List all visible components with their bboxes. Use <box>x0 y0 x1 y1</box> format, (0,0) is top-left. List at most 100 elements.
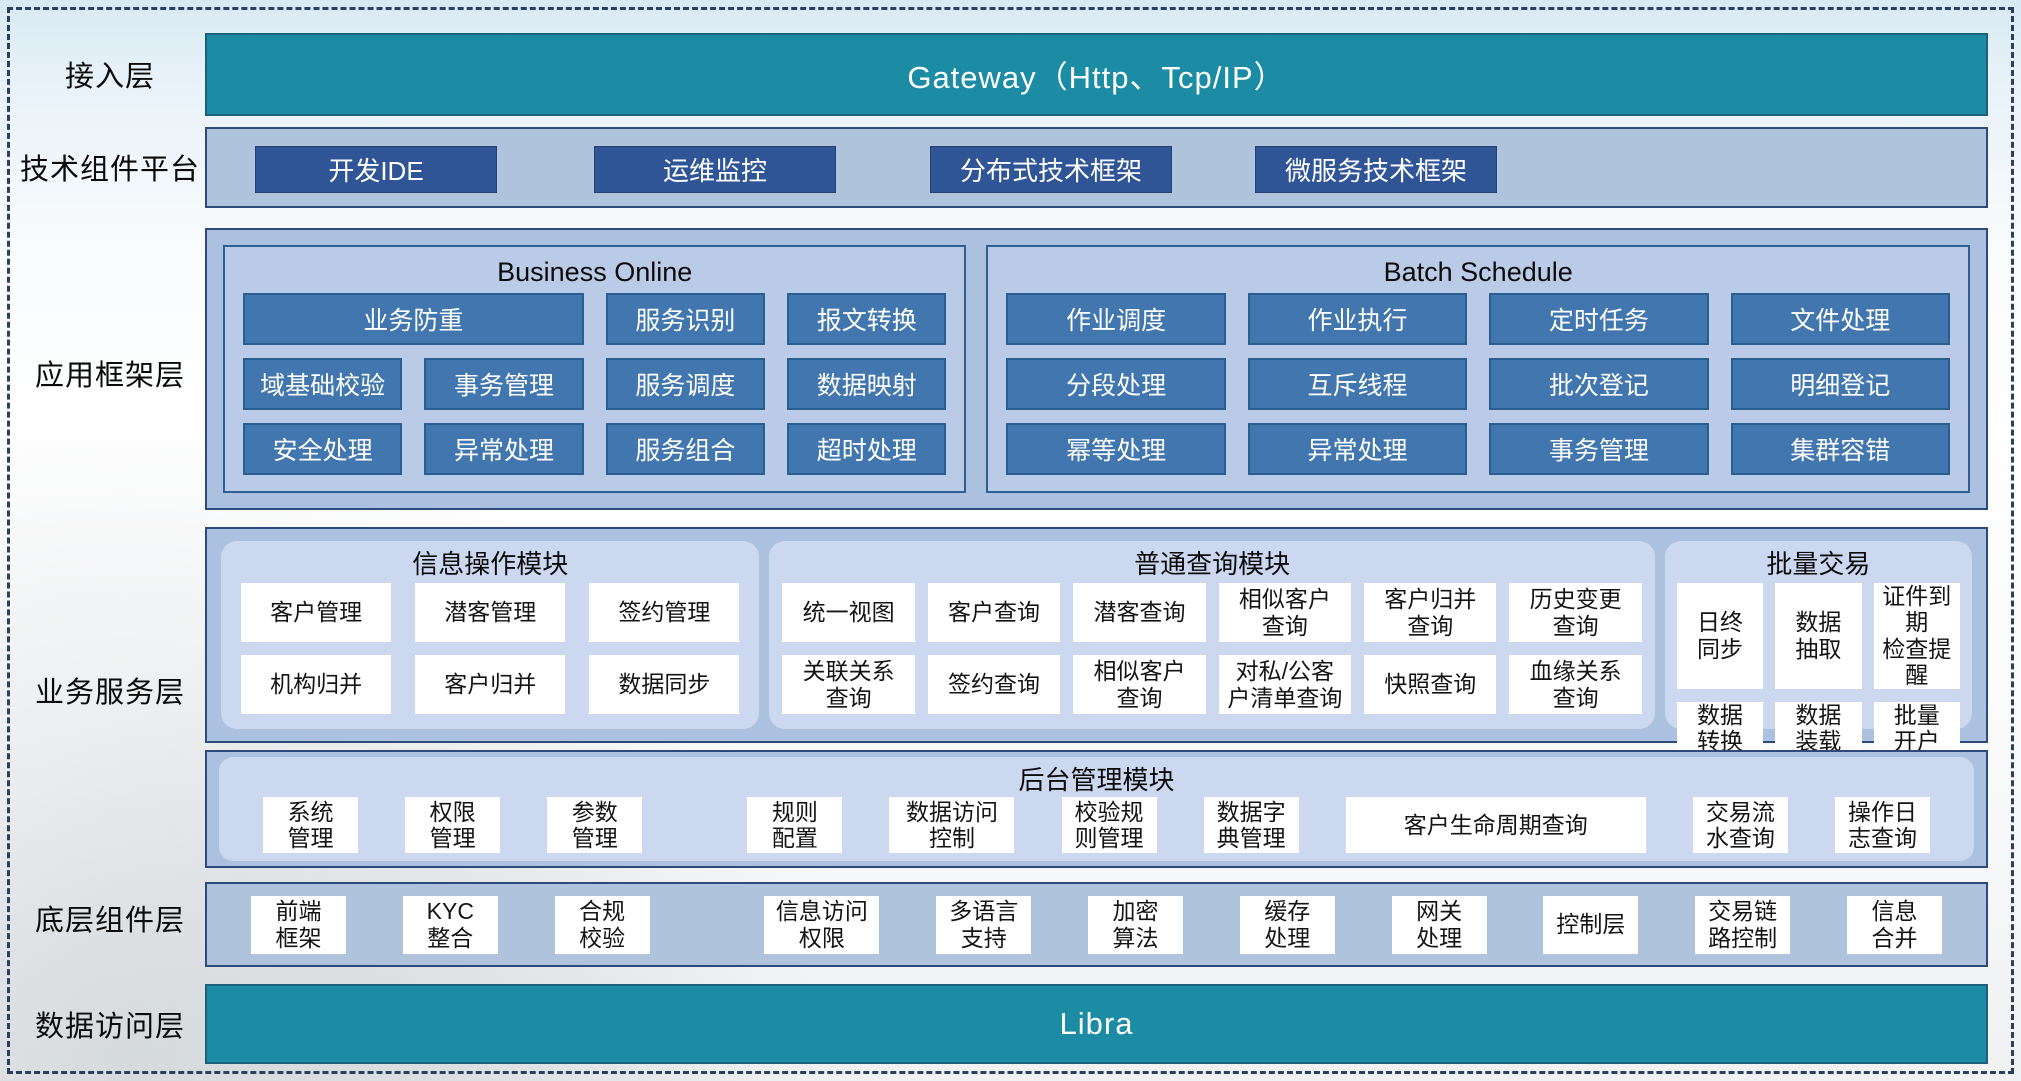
bo-item: 事务管理 <box>424 358 584 410</box>
libra-bar: Libra <box>205 984 1988 1064</box>
bs-item: 作业调度 <box>1006 293 1226 345</box>
framework-panel: Business Online 业务防重 服务识别 报文转换 域基础校验 事务管… <box>205 228 1988 510</box>
bo-item: 数据映射 <box>787 358 947 410</box>
query-item: 历史变更 查询 <box>1509 583 1642 642</box>
layer-label-access: 接入层 <box>64 61 155 93</box>
query-item: 潜客查询 <box>1073 583 1206 642</box>
admin-panel: 后台管理模块 系统 管理 权限 管理 参数 管理 规则 配置 数据访问 控制 校… <box>205 750 1988 868</box>
bo-item: 业务防重 <box>243 293 584 345</box>
admin-item: 交易流 水查询 <box>1692 797 1788 853</box>
base-item: 网关 处理 <box>1391 895 1487 954</box>
base-components-band: 前端 框架 KYC 整合 合规 校验 信息访问 权限 多语言 支持 加密 算法 … <box>205 882 1988 967</box>
admin-module-row: 系统 管理 权限 管理 参数 管理 规则 配置 数据访问 控制 校验规 则管理 … <box>219 797 1974 865</box>
bs-item: 集群容错 <box>1730 423 1950 475</box>
gateway-bar: Gateway（Http、Tcp/IP） <box>205 33 1988 116</box>
layer-label-framework: 应用框架层 <box>34 360 185 392</box>
base-item: 信息访问 权限 <box>764 895 880 954</box>
batch-item: 证件到期 检查提醒 <box>1873 583 1960 689</box>
bs-item: 幂等处理 <box>1006 423 1226 475</box>
query-item: 血缘关系 查询 <box>1509 655 1642 714</box>
base-item: 多语言 支持 <box>936 895 1032 954</box>
bs-item: 作业执行 <box>1247 293 1468 345</box>
info-item: 客户管理 <box>241 583 392 642</box>
admin-item: 客户生命周期查询 <box>1345 797 1646 853</box>
business-online-box: Business Online 业务防重 服务识别 报文转换 域基础校验 事务管… <box>223 245 967 493</box>
batch-item: 日终 同步 <box>1676 583 1764 689</box>
tech-item: 分布式技术框架 <box>930 146 1172 193</box>
bs-item: 互斥线程 <box>1247 358 1468 410</box>
info-module-title: 信息操作模块 <box>412 549 569 579</box>
layer-label-base: 底层组件层 <box>34 905 185 937</box>
bo-item: 服务调度 <box>605 358 766 410</box>
info-module: 信息操作模块 客户管理 潜客管理 签约管理 机构归并 客户归并 数据同步 <box>221 541 760 729</box>
info-item: 数据同步 <box>589 655 740 714</box>
tech-item: 微服务技术框架 <box>1255 146 1497 193</box>
base-item: 前端 框架 <box>251 895 346 954</box>
query-item: 关联关系 查询 <box>782 655 915 714</box>
layer-label-service: 业务服务层 <box>34 677 185 709</box>
base-item: 控制层 <box>1543 895 1639 954</box>
batch-item: 数据 转换 <box>1676 701 1764 755</box>
info-item: 客户归并 <box>415 655 566 714</box>
query-item: 相似客户 查询 <box>1218 583 1352 642</box>
bo-item: 超时处理 <box>787 423 947 475</box>
service-panel: 信息操作模块 客户管理 潜客管理 签约管理 机构归并 客户归并 数据同步 普通查… <box>205 527 1988 755</box>
batch-trade-title: 批量交易 <box>1766 549 1871 579</box>
batch-item: 批量 开户 <box>1873 701 1960 755</box>
admin-item: 规则 配置 <box>747 797 843 853</box>
info-item: 机构归并 <box>241 655 392 714</box>
query-item: 签约查询 <box>927 655 1061 714</box>
base-item: 缓存 处理 <box>1239 895 1335 954</box>
query-item: 统一视图 <box>782 583 915 642</box>
admin-item: 系统 管理 <box>263 797 358 853</box>
admin-item: 权限 管理 <box>405 797 501 853</box>
business-online-title: Business Online <box>497 257 693 287</box>
base-item: 合规 校验 <box>554 895 650 954</box>
admin-item: 校验规 则管理 <box>1061 797 1157 853</box>
batch-item: 数据 抽取 <box>1775 583 1862 689</box>
batch-trade-module: 批量交易 日终 同步 数据 抽取 证件到期 检查提醒 数据 转换 数据 装载 批… <box>1664 541 1972 755</box>
bo-item: 服务识别 <box>605 293 766 345</box>
layer-label-data: 数据访问层 <box>34 1011 185 1043</box>
admin-item: 参数 管理 <box>547 797 643 853</box>
admin-item: 数据访问 控制 <box>889 797 1015 853</box>
bs-item: 批次登记 <box>1489 358 1709 410</box>
tech-item: 运维监控 <box>594 146 836 193</box>
bo-item: 安全处理 <box>243 423 403 475</box>
admin-item: 操作日 志查询 <box>1834 797 1930 853</box>
admin-module-title: 后台管理模块 <box>1018 765 1175 795</box>
bo-item: 服务组合 <box>605 423 766 475</box>
info-item: 签约管理 <box>589 583 740 642</box>
query-item: 快照查询 <box>1364 655 1497 714</box>
bo-item: 域基础校验 <box>243 358 403 410</box>
query-item: 相似客户 查询 <box>1073 655 1206 714</box>
bs-item: 分段处理 <box>1006 358 1226 410</box>
query-item: 客户查询 <box>927 583 1061 642</box>
libra-label: Libra <box>1059 1006 1134 1041</box>
batch-schedule-grid: 作业调度 作业执行 定时任务 文件处理 分段处理 互斥线程 批次登记 明细登记 … <box>988 293 1968 491</box>
bs-item: 明细登记 <box>1730 358 1950 410</box>
info-item: 潜客管理 <box>415 583 566 642</box>
bs-item: 异常处理 <box>1247 423 1468 475</box>
base-item: 信息 合并 <box>1846 895 1942 954</box>
query-module-title: 普通查询模块 <box>1134 549 1291 579</box>
business-online-grid: 业务防重 服务识别 报文转换 域基础校验 事务管理 服务调度 数据映射 安全处理… <box>225 293 964 491</box>
tech-item: 开发IDE <box>255 146 497 193</box>
bs-item: 定时任务 <box>1489 293 1709 345</box>
base-item: 交易链 路控制 <box>1695 895 1791 954</box>
info-module-grid: 客户管理 潜客管理 签约管理 机构归并 客户归并 数据同步 <box>221 581 759 729</box>
base-item: 加密 算法 <box>1087 895 1183 954</box>
query-module: 普通查询模块 统一视图 客户查询 潜客查询 相似客户 查询 客户归并 查询 历史… <box>769 541 1655 729</box>
bs-item: 文件处理 <box>1730 293 1950 345</box>
batch-schedule-box: Batch Schedule 作业调度 作业执行 定时任务 文件处理 分段处理 … <box>986 245 1970 493</box>
batch-schedule-title: Batch Schedule <box>1383 257 1573 287</box>
batch-trade-grid: 日终 同步 数据 抽取 证件到期 检查提醒 数据 转换 数据 装载 批量 开户 <box>1665 581 1972 770</box>
query-item: 客户归并 查询 <box>1364 583 1497 642</box>
bo-item: 异常处理 <box>424 423 584 475</box>
batch-item: 数据 装载 <box>1775 701 1862 755</box>
query-module-grid: 统一视图 客户查询 潜客查询 相似客户 查询 客户归并 查询 历史变更 查询 关… <box>769 581 1654 729</box>
gateway-label: Gateway（Http、Tcp/IP） <box>907 60 1286 95</box>
layer-label-tech: 技术组件平台 <box>19 154 200 186</box>
admin-item: 数据字 典管理 <box>1203 797 1299 853</box>
